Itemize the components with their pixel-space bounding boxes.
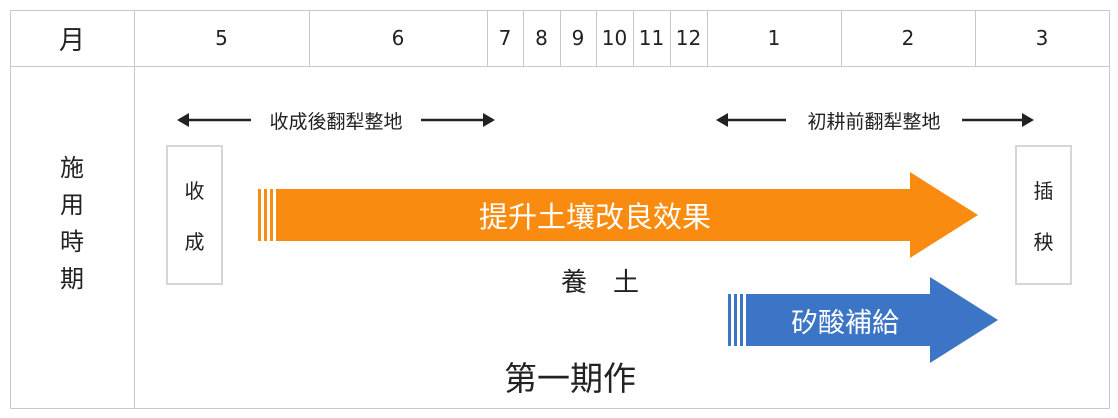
grid-label-divider	[134, 10, 135, 408]
month-divider	[560, 10, 561, 66]
month-divider	[975, 10, 976, 66]
month-divider	[841, 10, 842, 66]
harvest-char: 成	[184, 230, 205, 254]
month-cell-2: 2	[901, 26, 915, 50]
month-divider	[487, 10, 488, 66]
row-label-char: 施	[60, 154, 84, 182]
month-cell-11: 11	[638, 26, 665, 50]
soil-improvement-arrow	[258, 172, 978, 258]
harvest-box: 收 成	[166, 145, 223, 285]
soil-improvement-label: 提升土壤改良效果	[478, 200, 711, 234]
month-cell-1: 1	[767, 26, 781, 50]
month-divider	[309, 10, 310, 66]
month-header-label: 月	[58, 25, 85, 56]
left-range-arrow	[177, 113, 495, 127]
month-cell-5: 5	[215, 26, 228, 50]
month-divider	[523, 10, 524, 66]
month-divider	[670, 10, 671, 66]
month-cell-7: 7	[498, 26, 512, 50]
period-text: 第一期作	[504, 359, 636, 398]
grid-right	[1109, 10, 1110, 408]
silicic-acid-arrow	[728, 277, 998, 363]
left-range-label: 收成後翻犁整地	[269, 110, 403, 133]
transplant-char: 插	[1033, 179, 1054, 203]
month-divider	[707, 10, 708, 66]
month-cell-10: 10	[601, 26, 628, 50]
grid-left	[10, 10, 11, 408]
grid-header-bottom	[10, 66, 1110, 67]
right-range-arrow	[716, 113, 1034, 127]
harvest-char: 收	[184, 179, 205, 203]
row-label-char: 用	[60, 191, 84, 219]
yangtu-text: 養 土	[560, 267, 639, 298]
row-label-application-period: 施 用 時 期	[54, 148, 90, 294]
month-cell-12: 12	[675, 26, 702, 50]
month-cell-6: 6	[391, 26, 405, 50]
grid-bottom	[10, 408, 1110, 409]
row-label-char: 時	[60, 228, 84, 256]
month-cell-8: 8	[535, 26, 548, 50]
right-range-label: 初耕前翻犁整地	[807, 110, 941, 133]
transplant-box: 插 秧	[1015, 145, 1072, 285]
silicic-acid-label: 矽酸補給	[791, 307, 899, 339]
month-divider	[596, 10, 597, 66]
month-cell-3: 3	[1035, 26, 1049, 50]
month-divider	[633, 10, 634, 66]
transplant-char: 秧	[1033, 230, 1054, 254]
row-label-char: 期	[60, 265, 84, 293]
month-cell-9: 9	[571, 26, 585, 50]
